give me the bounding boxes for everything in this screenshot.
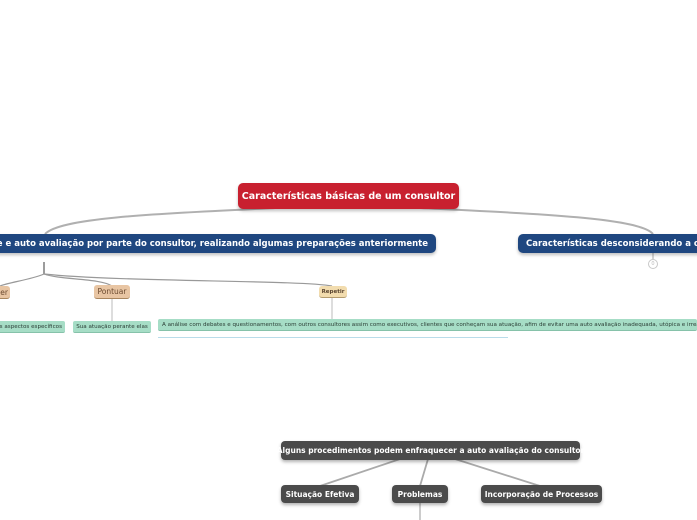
link-left-er — [0, 273, 45, 287]
link-floating-problemas — [419, 458, 429, 487]
floating-topic-procedimentos[interactable]: Alguns procedimentos podem enfraquecer a… — [277, 441, 584, 460]
subtopic-er[interactable]: er — [0, 286, 10, 299]
collapse-toggle-icon[interactable]: 0 — [648, 259, 658, 269]
main-topic-debate[interactable]: debate e auto avaliação por parte do con… — [0, 234, 436, 253]
leaf-underline — [158, 337, 508, 338]
subtopic-repetir[interactable]: Repetir — [319, 286, 347, 298]
leaf-aspectos-especificos[interactable]: s aspectos específicos — [0, 321, 65, 333]
subtopic-situacao-efetiva[interactable]: Situação Efetiva — [281, 485, 359, 503]
main-topic-caracteristicas-desconsiderando[interactable]: Características desconsiderando a ord — [518, 234, 697, 253]
link-floating-situacao — [319, 458, 401, 487]
leaf-analise-debates[interactable]: A análise com debates e questionamentos,… — [158, 319, 697, 331]
subtopic-problemas[interactable]: Problemas — [392, 485, 448, 503]
leaf-sua-atuacao[interactable]: Sua atuação perante elas — [73, 321, 151, 333]
link-central-left — [44, 207, 276, 235]
link-left-repetir — [43, 273, 333, 287]
subtopic-incorporacao-processos[interactable]: Incorporação de Processos — [481, 485, 602, 503]
subtopic-pontuar[interactable]: Pontuar — [94, 285, 130, 299]
link-left-pontuar — [43, 273, 113, 287]
central-topic[interactable]: Características básicas de um consultor — [238, 183, 459, 209]
link-central-right — [419, 207, 654, 235]
link-floating-incorporacao — [454, 458, 541, 487]
